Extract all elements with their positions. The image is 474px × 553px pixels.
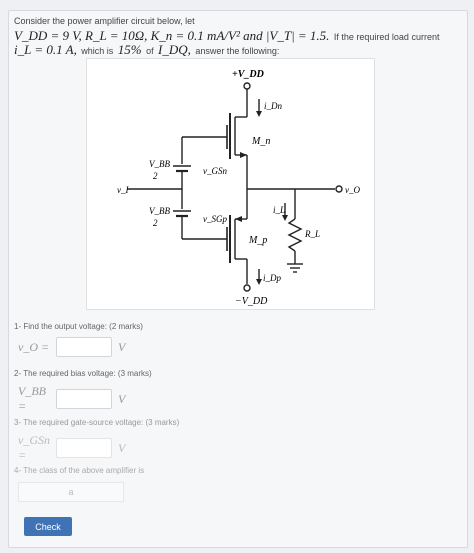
vo-label: v_O [345, 185, 360, 195]
answer-row-1: v_O = V [18, 337, 125, 357]
vbb-top-label: V_BB [149, 159, 170, 169]
vbb-answer-label: V_BB = [18, 384, 46, 413]
answer-row-3: v_GSn = V [18, 433, 125, 463]
given-pct: 15% [117, 42, 142, 57]
vo-answer-input[interactable] [56, 337, 112, 357]
rl-label: R_L [304, 229, 320, 239]
vbb-bot-den: 2 [153, 218, 158, 228]
vo-answer-label: v_O = [18, 339, 50, 354]
vbb-bot-label: V_BB [149, 206, 170, 216]
il-label: i_L [273, 205, 285, 215]
given-tail-2: which is [81, 46, 114, 56]
given-equations: V_DD = 9 V, R_L = 10Ω, K_n = 0.1 mA/V² a… [14, 28, 330, 43]
vo-answer-unit: V [118, 339, 126, 354]
vbb-answer-input[interactable] [56, 389, 112, 409]
circuit-svg: +V_DD i_Dn M_n V_BB 2 v_GSn v_I v_O V_BB… [117, 69, 360, 307]
given-line-2: i_L = 0.1 A, which is 15% of I_DQ, answe… [14, 41, 464, 59]
vsgp-label: v_SGp [203, 214, 227, 224]
question-1: 1- Find the output voltage: (2 marks) [14, 322, 143, 331]
vdd-label: +V_DD [232, 69, 264, 80]
vi-label: v_I [117, 185, 129, 195]
vgsn-answer-input[interactable] [56, 438, 112, 458]
given-tail-1: If the required load current [333, 32, 440, 42]
given-il: i_L = 0.1 A, [14, 42, 77, 57]
question-4: 4- The class of the above amplifier is [14, 466, 145, 475]
answer-row-2: V_BB = V [18, 384, 125, 414]
given-line-1: V_DD = 9 V, R_L = 10Ω, K_n = 0.1 mA/V² a… [14, 27, 464, 45]
vss-label: −V_DD [235, 296, 268, 307]
given-tail-3: of [146, 46, 154, 56]
vgsn-answer-unit: V [118, 440, 126, 455]
question-3: 3- The required gate-source voltage: (3 … [14, 418, 180, 427]
vgsn-answer-label: v_GSn = [18, 433, 50, 462]
vbb-answer-unit: V [118, 391, 126, 406]
idn-label: i_Dn [264, 101, 283, 111]
mn-label: M_n [251, 136, 270, 147]
question-2: 2- The required bias voltage: (3 marks) [14, 369, 152, 378]
idp-label: i_Dp [263, 273, 282, 283]
check-button[interactable]: Check [24, 517, 72, 536]
amplifier-class-select[interactable]: a [18, 482, 124, 502]
mp-label: M_p [248, 235, 267, 246]
circuit-diagram: +V_DD i_Dn M_n V_BB 2 v_GSn v_I v_O V_BB… [86, 58, 375, 310]
given-tail-4: answer the following: [195, 46, 280, 56]
vgsn-label: v_GSn [203, 166, 227, 176]
intro-text: Consider the power amplifier circuit bel… [14, 16, 195, 26]
given-idq: I_DQ, [158, 42, 191, 57]
vbb-top-den: 2 [153, 171, 158, 181]
